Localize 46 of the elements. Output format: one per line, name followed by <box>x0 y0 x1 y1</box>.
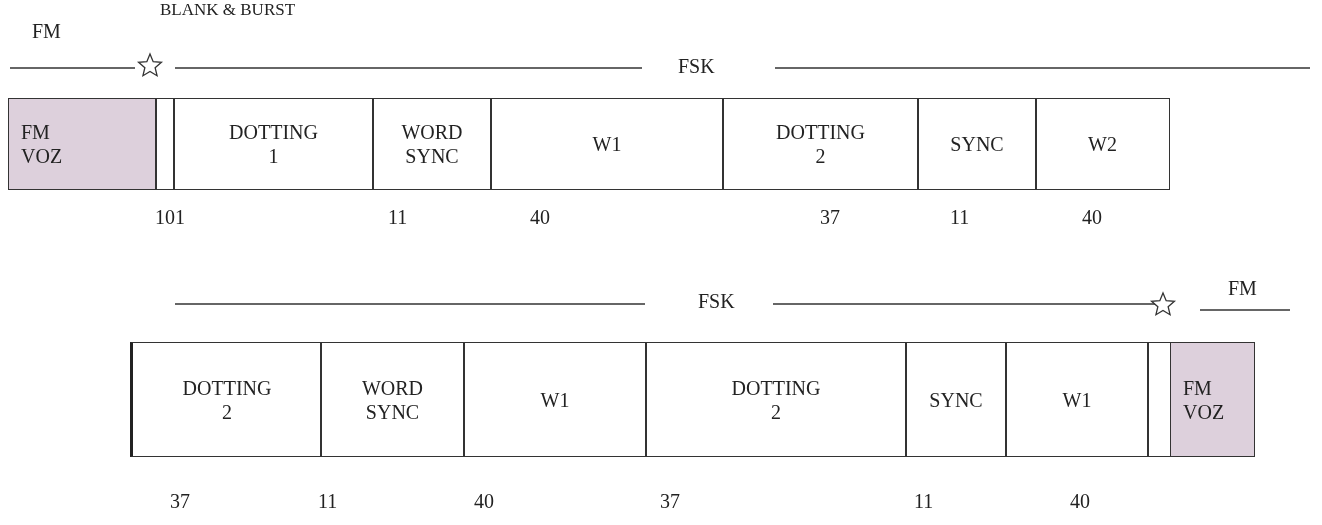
field-label: FM VOZ <box>21 120 63 168</box>
bit-count: 101 <box>155 206 185 229</box>
field-cell <box>1005 342 1149 457</box>
field-cell <box>1035 98 1170 190</box>
bit-count: 11 <box>950 206 970 229</box>
signal-label: FM <box>1228 277 1257 300</box>
field-cell <box>905 342 1007 457</box>
field-label: WORD SYNC <box>401 120 463 168</box>
spacer-cell <box>155 98 175 190</box>
field-cell <box>372 98 492 190</box>
field-label: WORD SYNC <box>361 375 424 424</box>
field-cell <box>173 98 374 190</box>
field-label: DOTTING 2 <box>182 375 272 424</box>
bit-count: 37 <box>820 206 840 229</box>
field-cell <box>917 98 1037 190</box>
bit-count: 11 <box>914 490 934 513</box>
field-cell <box>8 98 157 190</box>
field-cell <box>490 98 724 190</box>
field-label: W1 <box>592 132 622 156</box>
signal-label: BLANK & BURST <box>160 0 296 20</box>
field-label: DOTTING 2 <box>776 120 865 168</box>
field-cell <box>722 98 919 190</box>
bit-count: 11 <box>318 490 338 513</box>
field-cell <box>645 342 907 457</box>
signal-label: FM <box>32 20 61 43</box>
field-label: W1 <box>540 387 570 412</box>
field-cell <box>1170 342 1255 457</box>
bit-count: 37 <box>170 490 190 513</box>
bit-count: 40 <box>1082 206 1102 229</box>
field-label: FM VOZ <box>1183 375 1225 424</box>
bit-count: 40 <box>530 206 550 229</box>
bit-count: 40 <box>474 490 494 513</box>
field-label: W1 <box>1062 387 1092 412</box>
field-label: DOTTING 1 <box>229 120 318 168</box>
field-label: DOTTING 2 <box>731 375 821 424</box>
field-cell <box>130 342 322 457</box>
signal-label: FSK <box>678 55 715 78</box>
field-label: W2 <box>1088 132 1117 156</box>
field-cell <box>320 342 465 457</box>
field-cell <box>463 342 647 457</box>
bit-count: 40 <box>1070 490 1090 513</box>
field-label: SYNC <box>950 132 1004 156</box>
field-label: SYNC <box>929 387 983 412</box>
bit-count: 37 <box>660 490 680 513</box>
bit-count: 11 <box>388 206 408 229</box>
signal-label: FSK <box>698 290 735 313</box>
